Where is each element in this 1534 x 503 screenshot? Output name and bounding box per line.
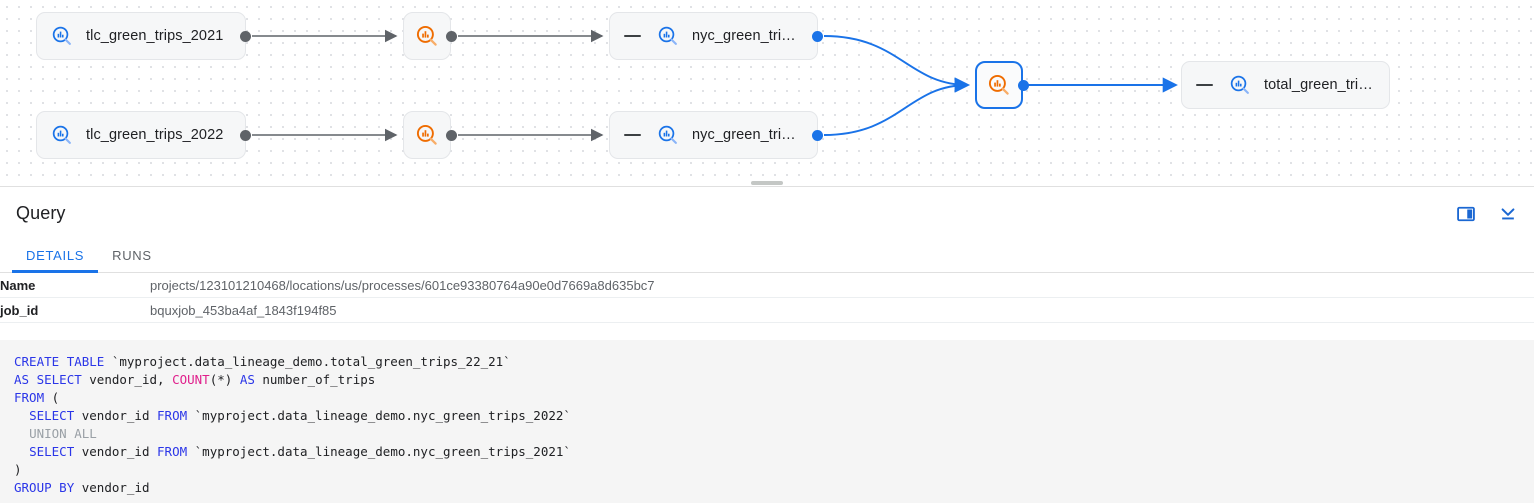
node-output-port[interactable] (446, 31, 457, 42)
panel-resize-handle[interactable] (0, 179, 1534, 187)
detail-key: Name (0, 277, 36, 293)
query-details-panel: Query DETAILS RUNS Name projects/1231012… (0, 181, 1534, 503)
panel-tabs: DETAILS RUNS (0, 240, 1534, 273)
node-output-port[interactable] (446, 130, 457, 141)
page-title: Query (16, 203, 66, 223)
panel-actions (1456, 204, 1518, 224)
lineage-node-process-2022[interactable] (403, 111, 451, 159)
bigquery-table-icon (658, 125, 677, 144)
node-output-port[interactable] (240, 130, 251, 141)
tab-details[interactable]: DETAILS (12, 248, 99, 273)
node-output-port[interactable] (812, 31, 823, 42)
split-pane-icon[interactable] (1456, 204, 1476, 224)
lineage-node-total-green-trips[interactable]: total_green_trip… (1181, 61, 1390, 109)
lineage-node-label: nyc_green_trips… (692, 127, 803, 143)
lineage-node-label: nyc_green_trips… (692, 28, 803, 44)
bigquery-table-icon (52, 26, 71, 45)
lineage-node-nyc-green-trips-2021[interactable]: nyc_green_trips… (609, 12, 818, 60)
bigquery-process-icon (988, 74, 1009, 95)
table-row: Name projects/123101210468/locations/us/… (0, 273, 1534, 298)
detail-value: bquxjob_453ba4af_1843f194f85 (150, 302, 337, 318)
lineage-node-tlc-green-trips-2022[interactable]: tlc_green_trips_2022 (36, 111, 246, 159)
panel-header: Query (0, 187, 1534, 240)
lineage-node-nyc-green-trips-2022[interactable]: nyc_green_trips… (609, 111, 818, 159)
lineage-node-process-2021[interactable] (403, 12, 451, 60)
collapse-down-icon[interactable] (1498, 204, 1518, 224)
lineage-node-label: total_green_trip… (1264, 77, 1375, 93)
detail-value: projects/123101210468/locations/us/proce… (150, 277, 655, 293)
tab-runs[interactable]: RUNS (112, 248, 152, 263)
sql-code-block[interactable]: CREATE TABLE `myproject.data_lineage_dem… (0, 340, 1534, 503)
panel-resize-grip[interactable] (751, 181, 783, 185)
lineage-node-tlc-green-trips-2021[interactable]: tlc_green_trips_2021 (36, 12, 246, 60)
details-table: Name projects/123101210468/locations/us/… (0, 273, 1534, 323)
lineage-graph-canvas[interactable]: tlc_green_trips_2021 tlc_green_trips_202… (0, 0, 1534, 186)
lineage-node-process-selected[interactable] (975, 61, 1023, 109)
collapse-toggle-icon[interactable] (1196, 84, 1213, 86)
bigquery-table-icon (1230, 75, 1249, 94)
detail-key: job_id (0, 302, 39, 318)
bigquery-table-icon (52, 125, 71, 144)
table-row: job_id bquxjob_453ba4af_1843f194f85 (0, 298, 1534, 323)
bigquery-table-icon (658, 26, 677, 45)
collapse-toggle-icon[interactable] (624, 134, 641, 136)
node-output-port[interactable] (1018, 80, 1029, 91)
bigquery-process-icon (416, 124, 437, 145)
bigquery-process-icon (416, 25, 437, 46)
node-output-port[interactable] (240, 31, 251, 42)
sql-code-text: CREATE TABLE `myproject.data_lineage_dem… (14, 354, 571, 495)
lineage-node-label: tlc_green_trips_2021 (86, 28, 224, 44)
lineage-node-label: tlc_green_trips_2022 (86, 127, 224, 143)
node-output-port[interactable] (812, 130, 823, 141)
collapse-toggle-icon[interactable] (624, 35, 641, 37)
